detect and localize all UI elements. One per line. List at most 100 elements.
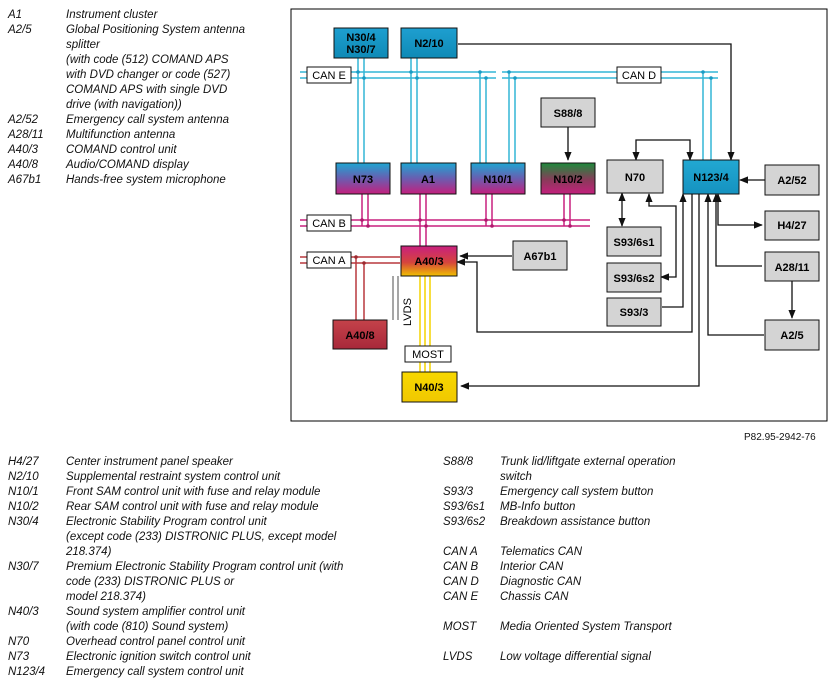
svg-text:A2/52: A2/52 — [777, 175, 806, 187]
legend-code: N2/10 — [8, 471, 39, 483]
legend-spacer — [443, 635, 733, 650]
legend-code: CAN B — [443, 561, 479, 573]
legend-description-line: with DVD changer or code (527) — [66, 69, 231, 81]
legend-code: N70 — [8, 636, 30, 648]
most-label-box — [404, 345, 452, 363]
can-e-label-box — [306, 66, 352, 84]
legend-description: Multifunction antenna — [66, 128, 288, 143]
legend-description-line: Supplemental restraint system control un… — [66, 471, 281, 483]
svg-text:N10/2: N10/2 — [553, 174, 582, 186]
a40-8-box: A40/8 — [332, 319, 388, 350]
arrow-s93-3-to-n123-4 — [662, 193, 687, 308]
legend-description-line: Instrument cluster — [66, 9, 158, 21]
arrow-n70-s93-6s2 — [645, 193, 677, 281]
arrow-n123-4-to-a40-3 — [456, 194, 693, 333]
s93-6s2-box: S93/6s2 — [606, 262, 662, 293]
legend-code: S93/6s2 — [443, 516, 486, 528]
legend-code: A67b1 — [8, 174, 42, 186]
legend-code: N30/7 — [8, 561, 39, 573]
most-label: MOST — [412, 349, 444, 361]
legend-bottom-right: S88/8 Trunk lid/liftgate external operati… — [443, 455, 733, 665]
legend-spacer — [443, 605, 733, 620]
legend-code: MOST — [443, 621, 477, 633]
svg-text:N123/4: N123/4 — [693, 172, 729, 184]
legend-description-line: COMAND APS with single DVD — [66, 84, 228, 96]
legend-description-line: Media Oriented System Transport — [500, 621, 672, 633]
legend-description: Premium Electronic Stability Program con… — [66, 560, 378, 605]
can-a-label: CAN A — [312, 255, 346, 267]
legend-description-line: Sound system amplifier control unit — [66, 606, 245, 618]
legend-code: CAN A — [443, 546, 478, 558]
svg-text:N10/1: N10/1 — [483, 174, 512, 186]
s88-8-box: S88/8 — [540, 97, 596, 128]
n10-1-box: N10/1 — [470, 162, 526, 195]
legend-description-line: (with code (810) Sound system) — [66, 621, 229, 633]
can-d-label: CAN D — [622, 70, 656, 82]
a2-5-box: A2/5 — [764, 319, 820, 351]
legend-description-line: Interior CAN — [500, 561, 564, 573]
svg-text:S93/3: S93/3 — [620, 307, 649, 319]
svg-text:A40/3: A40/3 — [414, 256, 443, 268]
legend-description: Emergency call system button — [500, 485, 733, 500]
a67b1-box: A67b1 — [512, 240, 568, 271]
legend-description: Emergency call system antenna — [66, 113, 288, 128]
legend-entry: S93/6s1 MB-Info button — [443, 500, 733, 515]
svg-text:A2/5: A2/5 — [780, 330, 803, 342]
n73-box: N73 — [335, 162, 391, 195]
legend-description-line: Premium Electronic Stability Program con… — [66, 561, 344, 573]
legend-description-line: Multifunction antenna — [66, 129, 176, 141]
a2-52-box: A2/52 — [764, 164, 820, 196]
legend-description: Diagnostic CAN — [500, 575, 733, 590]
legend-code: LVDS — [443, 651, 473, 663]
svg-text:A40/8: A40/8 — [345, 330, 374, 342]
legend-entry: CAN B Interior CAN — [443, 560, 733, 575]
can-b-label-box — [306, 214, 352, 232]
legend-description-line: Electronic ignition switch control unit — [66, 651, 251, 663]
svg-text:A67b1: A67b1 — [523, 251, 556, 263]
legend-description-line: model 218.374) — [66, 591, 146, 603]
legend-description: Instrument cluster — [66, 8, 288, 23]
legend-description-line: Front SAM control unit with fuse and rel… — [66, 486, 321, 498]
network-diagram: LVDS MOST CAN E CAN D CAN B CAN A N30/4 … — [290, 8, 828, 422]
n40-3-box: N40/3 — [401, 371, 458, 403]
legend-description: Overhead control panel control unit — [66, 635, 378, 650]
legend-code: N123/4 — [8, 666, 46, 678]
svg-text:N40/3: N40/3 — [414, 382, 443, 394]
lvds-link — [392, 276, 399, 320]
legend-code: S93/6s1 — [443, 501, 486, 513]
arrow-a28-11-to-n123-4 — [712, 193, 762, 267]
legend-description-line: code (233) DISTRONIC PLUS or — [66, 576, 235, 588]
legend-code: S88/8 — [443, 456, 474, 468]
legend-entry: N40/3 Sound system amplifier control unit… — [8, 605, 378, 635]
legend-description: Rear SAM control unit with fuse and rela… — [66, 500, 378, 515]
legend-code: N40/3 — [8, 606, 39, 618]
legend-description: Sound system amplifier control unit (with… — [66, 605, 378, 635]
legend-description: Breakdown assistance button — [500, 515, 733, 530]
n70-box: N70 — [606, 159, 664, 194]
svg-text:H4/27: H4/27 — [777, 220, 806, 232]
legend-description-line: Breakdown assistance button — [500, 516, 651, 528]
legend-description-line: MB-Info button — [500, 501, 576, 513]
s93-6s1-box: S93/6s1 — [606, 226, 662, 257]
legend-description: Interior CAN — [500, 560, 733, 575]
legend-description-line: COMAND control unit — [66, 144, 177, 156]
s93-3-box: S93/3 — [606, 297, 662, 327]
legend-description-line: Center instrument panel speaker — [66, 456, 233, 468]
svg-text:N2/10: N2/10 — [414, 38, 443, 50]
legend-description-line: Emergency call system antenna — [66, 114, 229, 126]
legend-description: Electronic ignition switch control unit — [66, 650, 378, 665]
legend-description-line: 218.374) — [66, 546, 112, 558]
